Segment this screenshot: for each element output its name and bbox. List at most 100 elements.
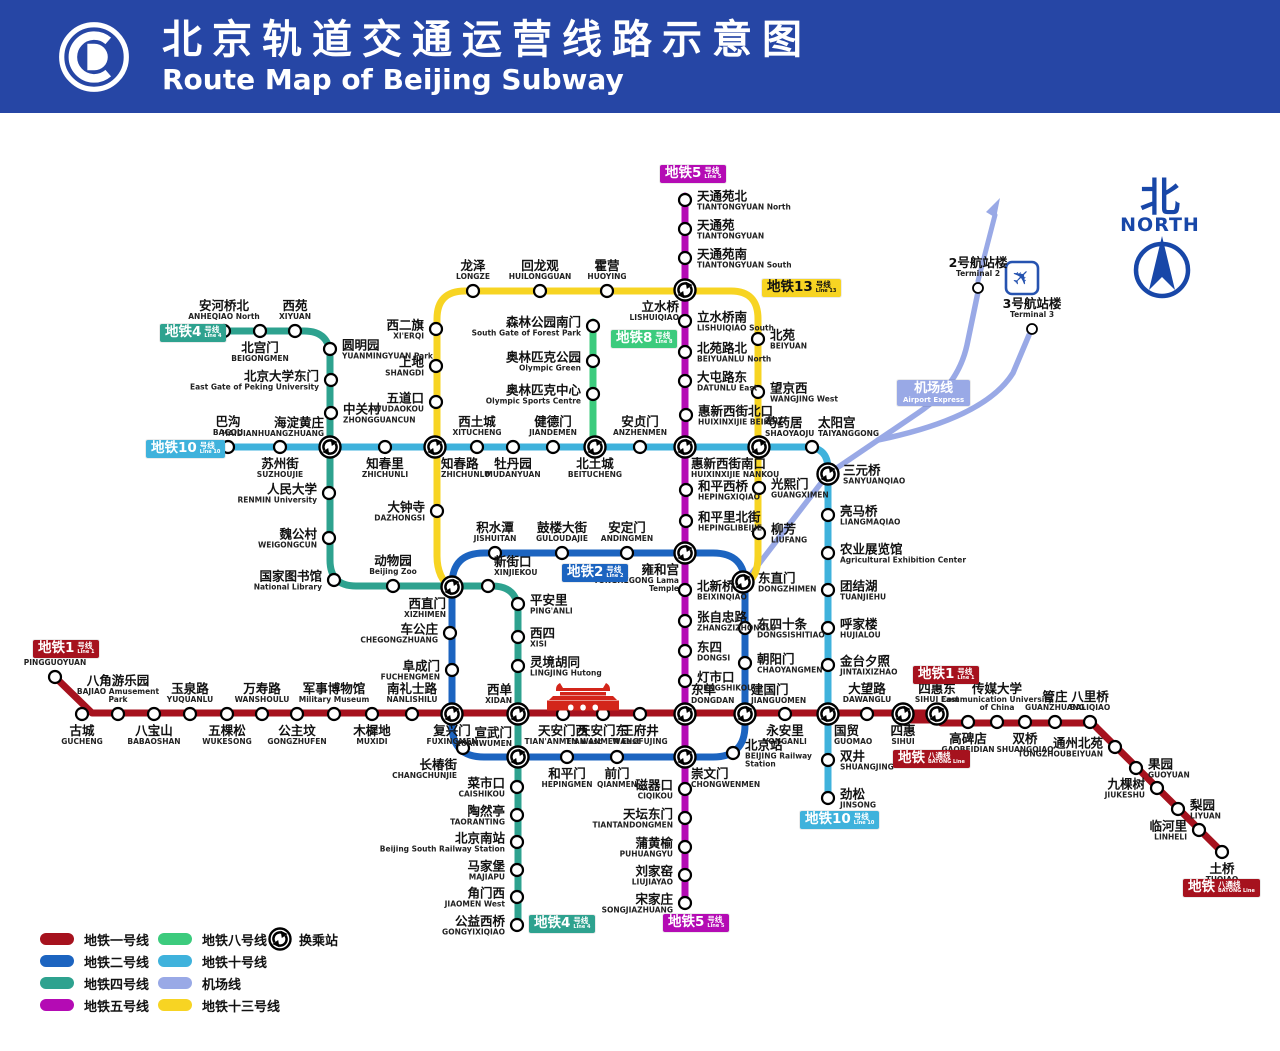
station-dot <box>509 862 525 878</box>
station-dot <box>1191 822 1207 838</box>
station-dot <box>585 353 601 369</box>
legend-label: 地铁二号线 <box>84 955 150 971</box>
station-dot <box>599 283 615 299</box>
legend-swatch <box>158 933 192 945</box>
station-dot <box>585 386 601 402</box>
station-dot <box>509 779 525 795</box>
transfer-station-icon <box>673 541 697 565</box>
station-dot <box>677 373 693 389</box>
legend-swatch <box>40 955 74 967</box>
legend-item: 地铁一号线 <box>40 928 149 950</box>
station-dot <box>677 192 693 208</box>
legend-label: 地铁四号线 <box>84 977 150 993</box>
station-dot <box>442 625 458 641</box>
transfer-station-icon <box>747 435 771 459</box>
station-dot <box>677 781 693 797</box>
legend-item: 地铁五号线 <box>40 994 149 1016</box>
station-dot <box>554 545 570 561</box>
header: 北京轨道交通运营线路示意图 Route Map of Beijing Subwa… <box>0 0 1280 113</box>
station-dot <box>804 439 820 455</box>
station-dot <box>272 439 288 455</box>
station-dot <box>326 572 342 588</box>
station-dot <box>321 530 337 546</box>
compass-zh: 北 <box>1140 175 1180 221</box>
station-dot <box>510 658 526 674</box>
batong-line-path <box>899 716 1226 856</box>
station-dot <box>252 323 268 339</box>
station-dot <box>677 643 693 659</box>
station-dot <box>632 706 648 722</box>
station-dot <box>1128 760 1144 776</box>
line2-loop-path <box>448 549 749 761</box>
transfer-station-icon <box>925 702 949 726</box>
station-dot <box>1026 323 1038 335</box>
legend-transfer-item: 换乘站 <box>268 927 339 951</box>
station-dot <box>737 655 753 671</box>
legend-item: 地铁十三号线 <box>158 994 280 1016</box>
station-dot <box>677 673 693 689</box>
transfer-station-icon <box>673 435 697 459</box>
station-dot <box>820 582 836 598</box>
station-dot <box>364 706 380 722</box>
station-dot <box>289 706 305 722</box>
station-dot <box>820 790 836 806</box>
station-dot <box>677 839 693 855</box>
station-dot <box>377 439 393 455</box>
tiananmen-icon <box>547 683 619 711</box>
transfer-station-icon <box>673 278 697 302</box>
station-dot <box>444 662 460 678</box>
station-dot <box>820 620 836 636</box>
legend-label: 机场线 <box>202 977 242 993</box>
station-dot <box>619 545 635 561</box>
station-dot <box>532 283 548 299</box>
station-dot <box>47 669 63 685</box>
station-dot <box>820 545 836 561</box>
transfer-station-icon <box>891 702 915 726</box>
transfer-station-icon <box>318 435 342 459</box>
station-dot <box>509 917 525 933</box>
transfer-station-icon <box>506 702 530 726</box>
station-dot <box>385 578 401 594</box>
station-dot <box>509 807 525 823</box>
legend-item: 机场线 <box>158 972 280 994</box>
station-dot <box>677 810 693 826</box>
legend-label: 地铁一号线 <box>84 933 150 949</box>
station-dot <box>510 629 526 645</box>
titles: 北京轨道交通运营线路示意图 Route Map of Beijing Subwa… <box>162 19 812 94</box>
station-dot <box>820 657 836 673</box>
line13-path <box>433 287 762 593</box>
station-dot <box>509 889 525 905</box>
station-dot <box>1149 780 1165 796</box>
legend-label: 地铁十三号线 <box>202 999 281 1015</box>
station-dot <box>677 250 693 266</box>
legend-item: 地铁十号线 <box>158 950 280 972</box>
station-dot <box>1214 844 1230 860</box>
station-dot <box>677 867 693 883</box>
legend-label: 地铁十号线 <box>202 955 268 971</box>
station-dot <box>960 714 976 730</box>
legend-swatch <box>40 977 74 989</box>
line1-path <box>51 673 941 717</box>
station-dot <box>678 482 694 498</box>
station-dot <box>404 706 420 722</box>
station-dot <box>428 321 444 337</box>
line4-path <box>220 327 522 929</box>
station-dot <box>287 323 303 339</box>
transfer-station-icon <box>731 570 755 594</box>
station-dot <box>505 439 521 455</box>
legend-swatch <box>158 977 192 989</box>
airport-express-t3-branch <box>875 332 1032 443</box>
legend-transfer-label: 换乘站 <box>299 933 339 949</box>
transfer-station-icon <box>506 745 530 769</box>
legend-swatch <box>158 955 192 967</box>
station-dot <box>820 507 836 523</box>
legend-column-2: 地铁八号线地铁十号线机场线地铁十三号线 <box>158 928 280 1016</box>
station-dot <box>146 706 162 722</box>
beijing-subway-logo <box>59 21 129 92</box>
legend-item: 地铁四号线 <box>40 972 149 994</box>
station-dot <box>972 282 984 294</box>
station-dot <box>677 221 693 237</box>
transfer-station-icon <box>440 575 464 599</box>
station-dot <box>322 341 338 357</box>
